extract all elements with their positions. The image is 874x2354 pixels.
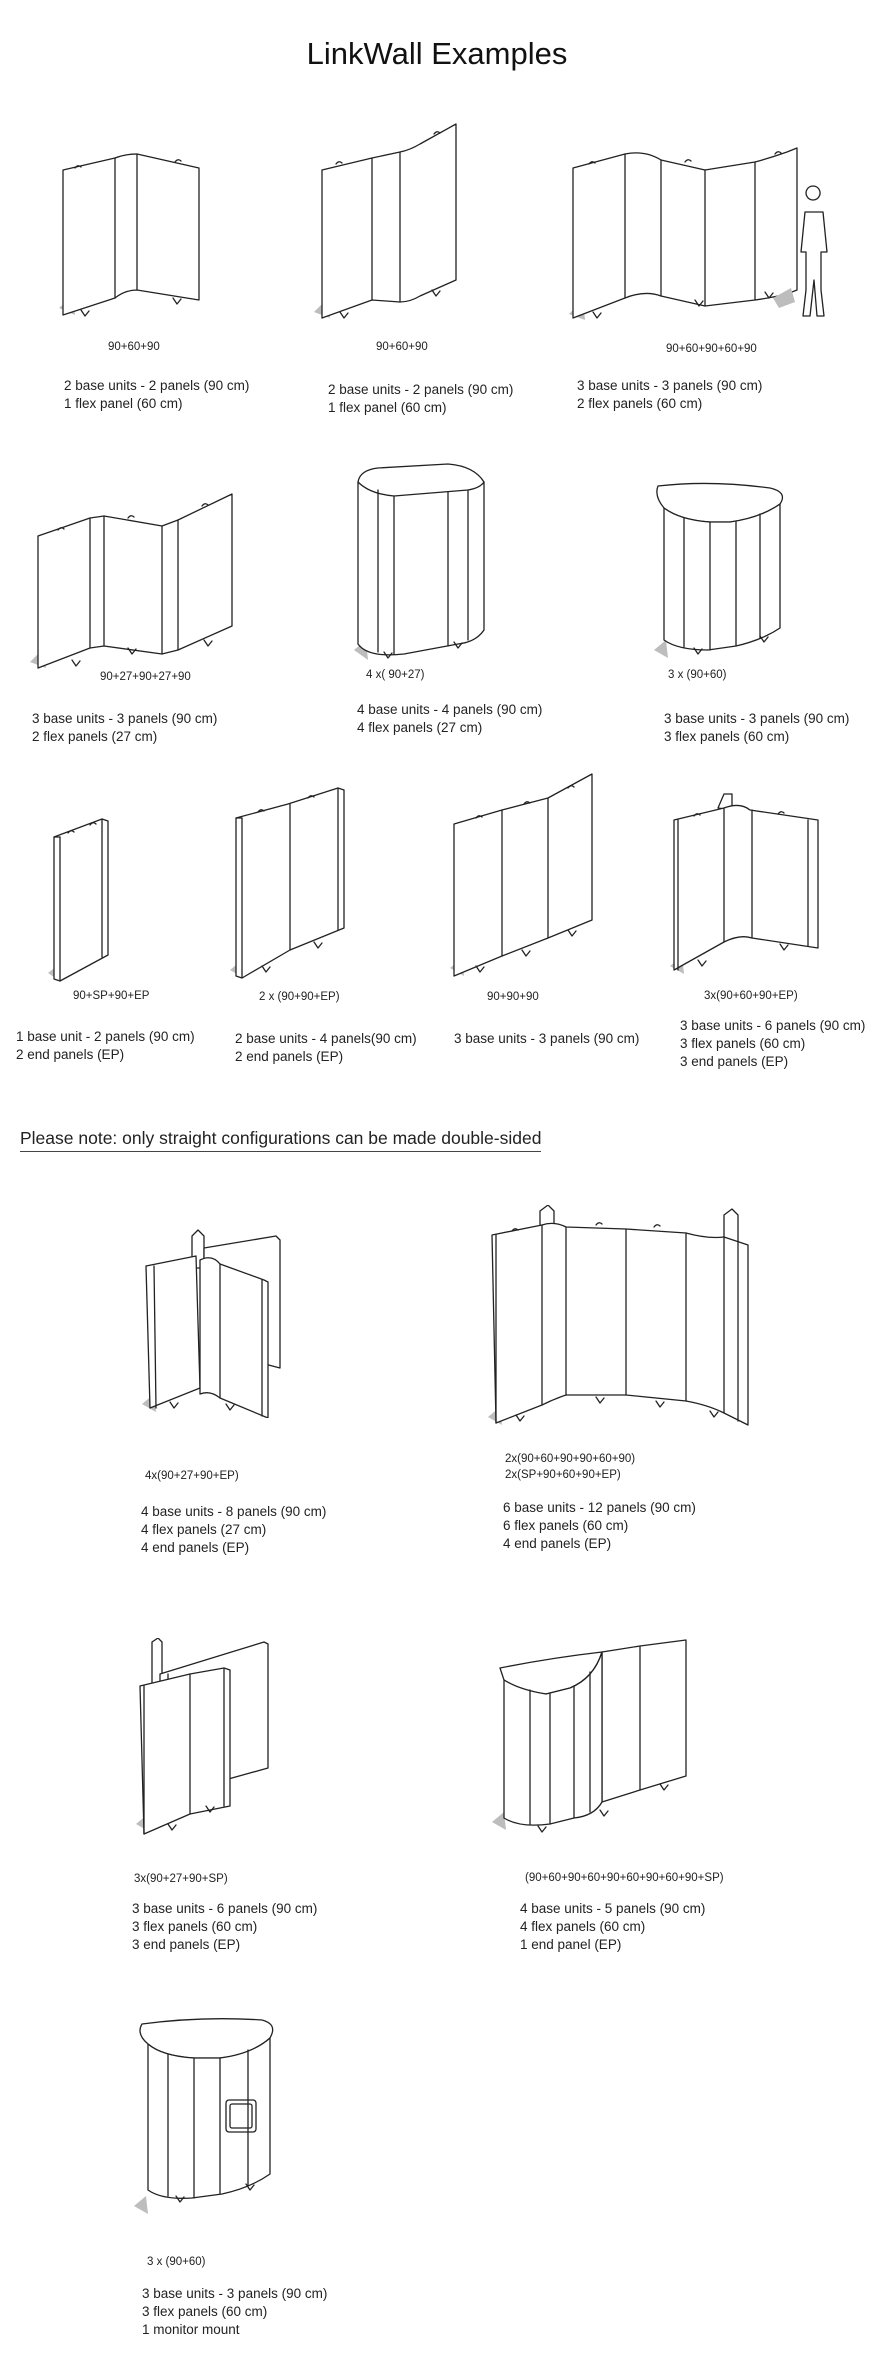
- linkwall-illustration: [490, 1638, 695, 1838]
- configuration-description: 3 base units - 3 panels (90 cm)2 flex pa…: [577, 378, 763, 411]
- configuration-code: 90+60+90: [376, 341, 428, 353]
- linkwall-illustration: [46, 815, 116, 985]
- configuration-description: 3 base units - 3 panels (90 cm)3 flex pa…: [664, 711, 850, 744]
- configuration-description: 3 base units - 3 panels (90 cm)2 flex pa…: [32, 711, 218, 744]
- page-title: LinkWall Examples: [306, 36, 568, 71]
- configuration-code: (90+60+90+60+90+60+90+60+90+SP): [525, 1872, 724, 1884]
- configuration-code: 2 x (90+90+EP): [259, 991, 340, 1003]
- configuration-description: 4 base units - 4 panels (90 cm)4 flex pa…: [357, 702, 543, 735]
- configuration-description: 1 base unit - 2 panels (90 cm)2 end pane…: [16, 1029, 195, 1062]
- person-scale-figure: [800, 185, 828, 317]
- linkwall-illustration: [565, 140, 845, 325]
- configuration-code: 3x(90+27+90+SP): [134, 1873, 228, 1885]
- configuration-description: 3 base units - 6 panels (90 cm)3 flex pa…: [680, 1018, 866, 1069]
- configuration-code: 90+SP+90+EP: [73, 990, 150, 1002]
- linkwall-illustration: [132, 2010, 282, 2220]
- linkwall-illustration: [310, 120, 470, 325]
- linkwall-illustration: [668, 790, 828, 980]
- configuration-description: 3 base units - 3 panels (90 cm): [454, 1031, 640, 1046]
- configuration-description: 4 base units - 5 panels (90 cm)4 flex pa…: [520, 1901, 706, 1952]
- configuration-code: 3 x (90+60): [668, 669, 727, 681]
- configuration-code: 4x(90+27+90+EP): [145, 1470, 239, 1482]
- linkwall-illustration: [446, 770, 596, 980]
- configuration-code: 90+90+90: [487, 991, 539, 1003]
- configuration-code: 2x(90+60+90+90+60+90): [505, 1453, 636, 1465]
- monitor-mount: [225, 2099, 257, 2133]
- configuration-code: 90+60+90: [108, 341, 160, 353]
- linkwall-illustration: [134, 1638, 274, 1838]
- configuration-code: 90+60+90+60+90: [666, 343, 757, 355]
- linkwall-illustration: [140, 1228, 285, 1418]
- configuration-code: 3x(90+60+90+EP): [704, 990, 798, 1002]
- linkwall-illustration: [650, 478, 795, 663]
- linkwall-illustration: [486, 1205, 756, 1430]
- linkwall-illustration: [228, 782, 348, 982]
- configuration-description: 2 base units - 2 panels (90 cm)1 flex pa…: [328, 382, 514, 415]
- double-sided-note: Please note: only straight configuration…: [20, 1128, 542, 1152]
- configuration-description: 3 base units - 6 panels (90 cm)3 flex pa…: [132, 1901, 318, 1952]
- configuration-description: 3 base units - 3 panels (90 cm)3 flex pa…: [142, 2286, 328, 2337]
- configuration-code: 3 x (90+60): [147, 2256, 206, 2268]
- configuration-description: 2 base units - 2 panels (90 cm)1 flex pa…: [64, 378, 250, 411]
- configuration-code-secondary: 2x(SP+90+60+90+EP): [505, 1469, 621, 1481]
- configuration-description: 2 base units - 4 panels(90 cm)2 end pane…: [235, 1031, 417, 1064]
- configuration-description: 4 base units - 8 panels (90 cm)4 flex pa…: [141, 1504, 327, 1555]
- linkwall-illustration: [55, 140, 215, 320]
- configuration-code: 90+27+90+27+90: [100, 671, 191, 683]
- configuration-description: 6 base units - 12 panels (90 cm)6 flex p…: [503, 1500, 696, 1551]
- linkwall-illustration: [28, 490, 238, 675]
- linkwall-illustration: [348, 462, 498, 667]
- configuration-code: 4 x( 90+27): [366, 669, 425, 681]
